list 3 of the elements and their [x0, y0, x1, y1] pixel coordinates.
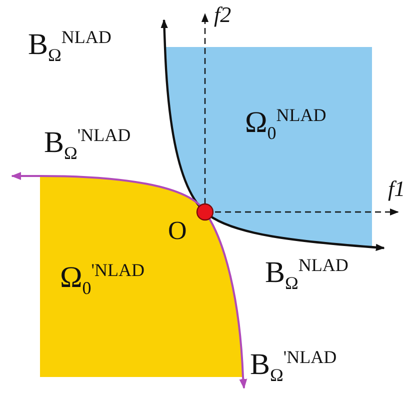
- origin-label: O: [168, 218, 187, 244]
- axis-label: f1: [388, 178, 406, 200]
- axis-label: f2: [214, 4, 232, 26]
